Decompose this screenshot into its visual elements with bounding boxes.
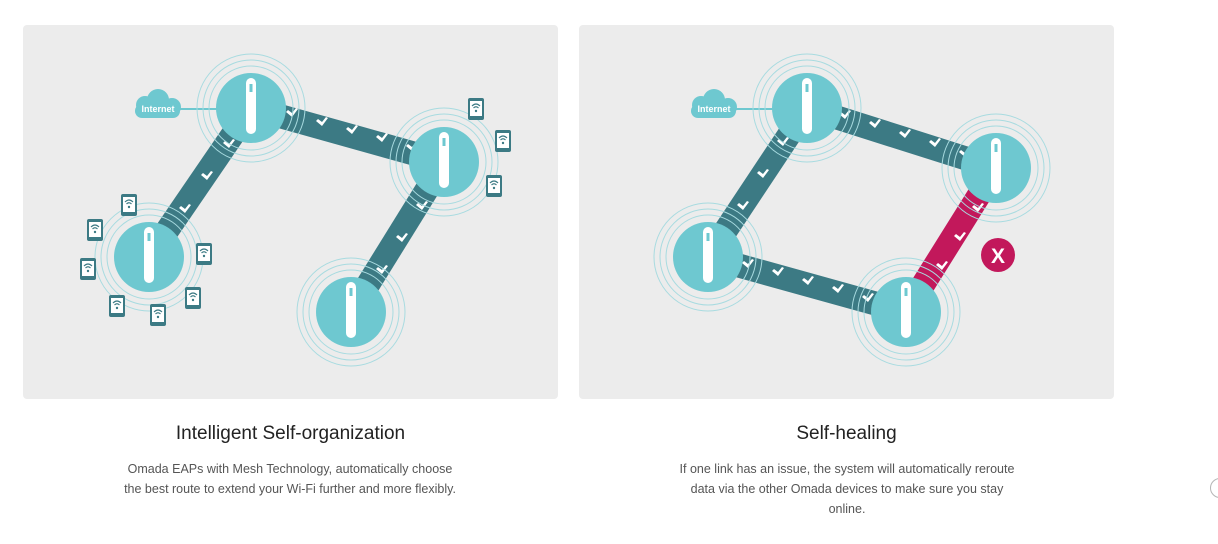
mesh-diagram-svg: Internet — [653, 53, 1051, 367]
phone-icon — [121, 194, 137, 216]
internet-cloud: Internet — [135, 89, 218, 118]
failure-mark: X — [991, 245, 1005, 268]
arrow-icon — [899, 129, 911, 138]
phone-icon — [495, 130, 511, 152]
arrow-icon — [737, 201, 749, 210]
arrow-icon — [832, 284, 844, 293]
access-point-node — [653, 202, 763, 312]
antenna-icon — [439, 132, 449, 188]
arrow-icon — [839, 110, 851, 119]
mesh-diagram-svg: Internet — [80, 53, 511, 367]
antenna-icon — [346, 282, 356, 338]
carousel-next-button[interactable] — [1210, 478, 1218, 498]
phone-icon — [196, 243, 212, 265]
link-arrows — [737, 110, 984, 302]
access-point-node — [196, 53, 306, 163]
arrow-icon — [346, 125, 358, 134]
phone-icon — [80, 258, 96, 280]
arrow-icon — [396, 233, 408, 242]
arrow-icon — [742, 259, 754, 268]
phone-icon — [87, 219, 103, 241]
antenna-icon — [144, 227, 154, 283]
mesh-diagram-self-healing: Internet — [579, 25, 1114, 399]
antenna-icon — [901, 282, 911, 338]
client-devices — [80, 98, 511, 326]
cloud-label: Internet — [697, 104, 730, 114]
phone-icon — [150, 304, 166, 326]
phone-icon — [185, 287, 201, 309]
arrow-icon — [954, 232, 966, 241]
arrow-icon — [777, 137, 789, 146]
arrow-icon — [972, 203, 984, 212]
arrow-icon — [936, 261, 948, 270]
feature-title-self-organization: Intelligent Self-organization — [175, 423, 406, 444]
antenna-icon — [703, 227, 713, 283]
phone-icon — [109, 295, 125, 317]
arrow-icon — [376, 133, 388, 142]
arrow-icon — [376, 265, 388, 274]
access-point-node — [389, 107, 499, 217]
antenna-icon — [246, 78, 256, 134]
internet-cloud: Internet — [691, 89, 774, 118]
feature-title-self-healing: Self-healing — [796, 423, 897, 444]
feature-description-self-healing: If one link has an issue, the system wil… — [679, 462, 1015, 516]
failure-x-icon: X — [981, 238, 1015, 272]
arrow-icon — [862, 293, 874, 302]
phone-icon — [486, 175, 502, 197]
arrow-icon — [286, 108, 298, 117]
access-point-node — [752, 53, 862, 163]
antenna-icon — [802, 78, 812, 134]
arrow-icon — [416, 201, 428, 210]
arrow-icon — [201, 171, 213, 180]
arrow-icon — [772, 267, 784, 276]
feature-description-self-organization: Omada EAPs with Mesh Technology, automat… — [124, 462, 456, 496]
cloud-label: Internet — [141, 104, 174, 114]
arrow-icon — [802, 276, 814, 285]
phone-icon — [468, 98, 484, 120]
access-point-node — [941, 113, 1051, 223]
mesh-diagram-self-organization: Internet — [23, 25, 558, 399]
access-point-node — [296, 257, 406, 367]
arrow-icon — [929, 138, 941, 147]
access-point-node — [851, 257, 961, 367]
arrow-icon — [869, 119, 881, 128]
mesh-links — [139, 96, 455, 319]
arrow-icon — [757, 169, 769, 178]
arrow-icon — [179, 204, 191, 213]
arrow-icon — [223, 139, 235, 148]
antenna-icon — [991, 138, 1001, 194]
arrow-icon — [316, 117, 328, 126]
